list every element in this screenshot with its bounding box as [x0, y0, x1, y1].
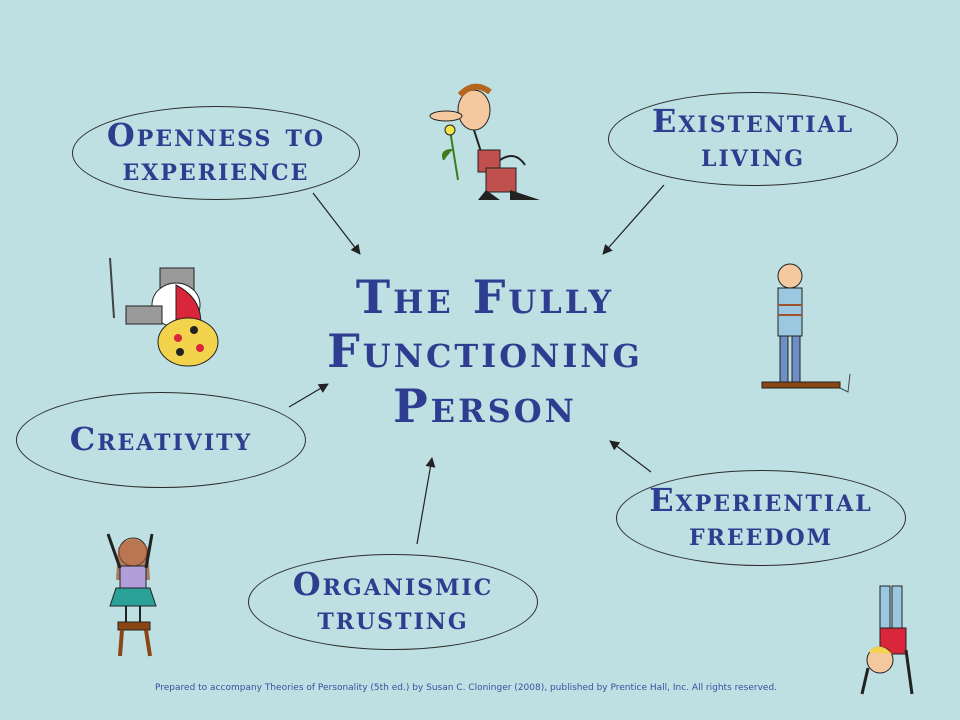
- painter-with-palette-clipart: [109, 257, 219, 367]
- node-organismic-line-1: Organismic: [292, 565, 494, 604]
- node-openness-to-experience: Openness to experience: [72, 106, 360, 200]
- node-openness-line-2: experience: [122, 150, 310, 188]
- node-experiential-line-1: Experiential: [649, 481, 873, 520]
- arrow-existential: [602, 184, 665, 255]
- node-organismic-line-2: trusting: [317, 599, 469, 637]
- tied-man-on-plank-clipart: [761, 263, 851, 393]
- handstand-boy-clipart: [860, 585, 914, 695]
- man-with-flower-clipart: [429, 83, 540, 200]
- center-title: The Fully Functioning Person: [300, 270, 670, 433]
- node-creativity: Creativity: [16, 392, 306, 488]
- node-organismic-trusting: Organismic trusting: [248, 554, 538, 650]
- copyright-footer: Prepared to accompany Theories of Person…: [155, 683, 778, 693]
- cheering-girl-on-stool-clipart: [106, 533, 157, 657]
- arrow-openness: [312, 192, 361, 255]
- node-existential-line-2: living: [700, 136, 806, 174]
- title-line-3: Person: [393, 378, 577, 433]
- arrow-creativity: [288, 383, 329, 408]
- node-existential-line-1: Existential: [651, 102, 855, 141]
- arrow-experiential: [609, 440, 652, 473]
- node-openness-line-1: Openness to: [106, 116, 326, 155]
- node-experiential-freedom: Experiential freedom: [616, 470, 906, 566]
- node-creativity-line-1: Creativity: [69, 420, 253, 459]
- node-experiential-line-2: freedom: [688, 515, 834, 553]
- title-line-1: The Fully: [355, 270, 615, 324]
- node-existential-living: Existential living: [608, 92, 898, 186]
- title-line-2: Functioning: [327, 324, 643, 379]
- arrow-organismic: [416, 457, 436, 545]
